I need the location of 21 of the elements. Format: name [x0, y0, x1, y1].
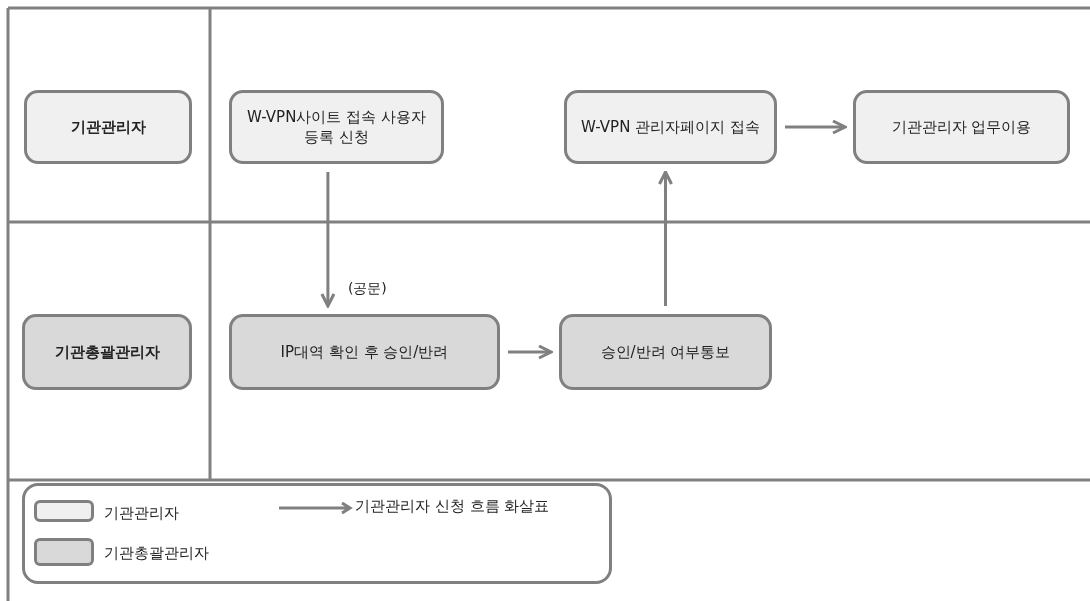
process-text: 기관관리자 업무이용	[891, 116, 1032, 138]
process-box	[229, 90, 444, 164]
process-box	[559, 314, 772, 390]
lane-title: 기관총괄관리자	[54, 341, 160, 363]
process-box	[564, 90, 777, 164]
process-box	[229, 314, 500, 390]
lane-title: 기관관리자	[70, 116, 146, 138]
process-text: W-VPN 관리자페이지 접속	[581, 116, 760, 138]
legend-label: 기관관리자	[104, 504, 179, 523]
process-text: IP대역 확인 후 승인/반려	[280, 341, 449, 363]
arrow	[320, 172, 336, 308]
legend-label: 기관관리자 신청 흐름 화살표	[355, 497, 550, 516]
process-text: 승인/반려 여부통보	[600, 341, 731, 363]
legend-label: 기관총괄관리자	[104, 544, 209, 563]
process-box	[853, 90, 1070, 164]
lane-header-box	[24, 90, 192, 164]
lane-header-box	[22, 314, 192, 390]
arrow	[508, 344, 553, 360]
process-text: W-VPN사이트 접속 사용자 등록 신청	[246, 106, 427, 148]
arrow	[658, 170, 673, 306]
arrow	[785, 119, 847, 135]
